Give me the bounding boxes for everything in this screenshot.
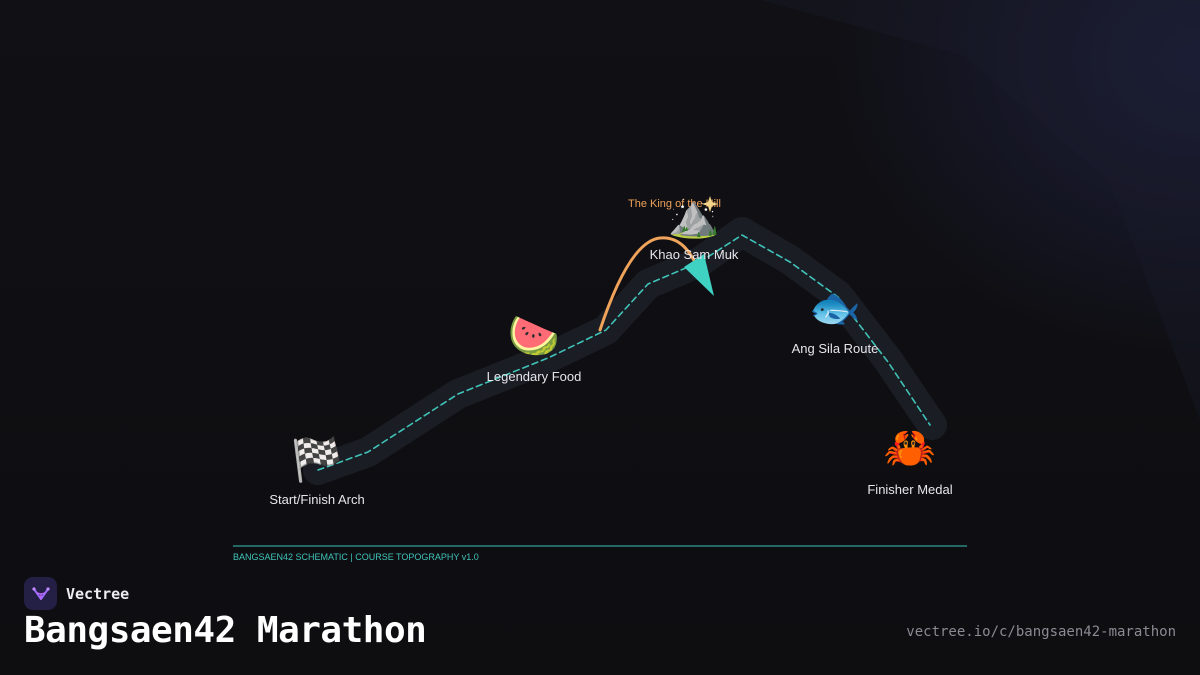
hill-annotation: The King of the Hill (628, 198, 721, 210)
waypoint-medal: 🦀 Finisher Medal (867, 423, 952, 497)
waypoint-angsila: 🐟 Ang Sila Route (792, 283, 879, 356)
waypoint-label: Finisher Medal (867, 482, 952, 497)
waypoint-label: Start/Finish Arch (269, 492, 364, 507)
route-centerline (317, 234, 931, 471)
waypoint-label: Legendary Food (487, 369, 582, 384)
watermelon-icon: 🍉 (508, 311, 560, 360)
fish-icon: 🐟 (809, 283, 861, 332)
brand: Vectree (24, 577, 129, 610)
waypoint-label: Ang Sila Route (792, 341, 879, 356)
page-title: Bangsaen42 Marathon (24, 610, 427, 651)
crab-icon: 🦀 (884, 423, 936, 472)
sparkle-icon (702, 196, 718, 212)
schematic-note: BANGSAEN42 SCHEMATIC | COURSE TOPOGRAPHY… (233, 552, 479, 562)
waypoint-food: 🍉 Legendary Food (487, 311, 582, 384)
waypoint-label: Khao Sam Muk (650, 247, 739, 262)
hill-arrowhead (684, 254, 714, 296)
checkered-flag-icon: 🏁 (291, 435, 343, 484)
waypoint-start: 🏁 Start/Finish Arch (269, 435, 364, 507)
mountain-icon: ⛰️ (668, 191, 720, 240)
brand-name: Vectree (66, 584, 130, 603)
page-url-link[interactable]: vectree.io/c/bangsaen42-marathon (906, 624, 1176, 640)
waypoint-hill: ⛰️ Khao Sam Muk (650, 191, 739, 262)
vectree-logo-icon (24, 577, 57, 610)
hill-climb-arrow (598, 236, 699, 332)
